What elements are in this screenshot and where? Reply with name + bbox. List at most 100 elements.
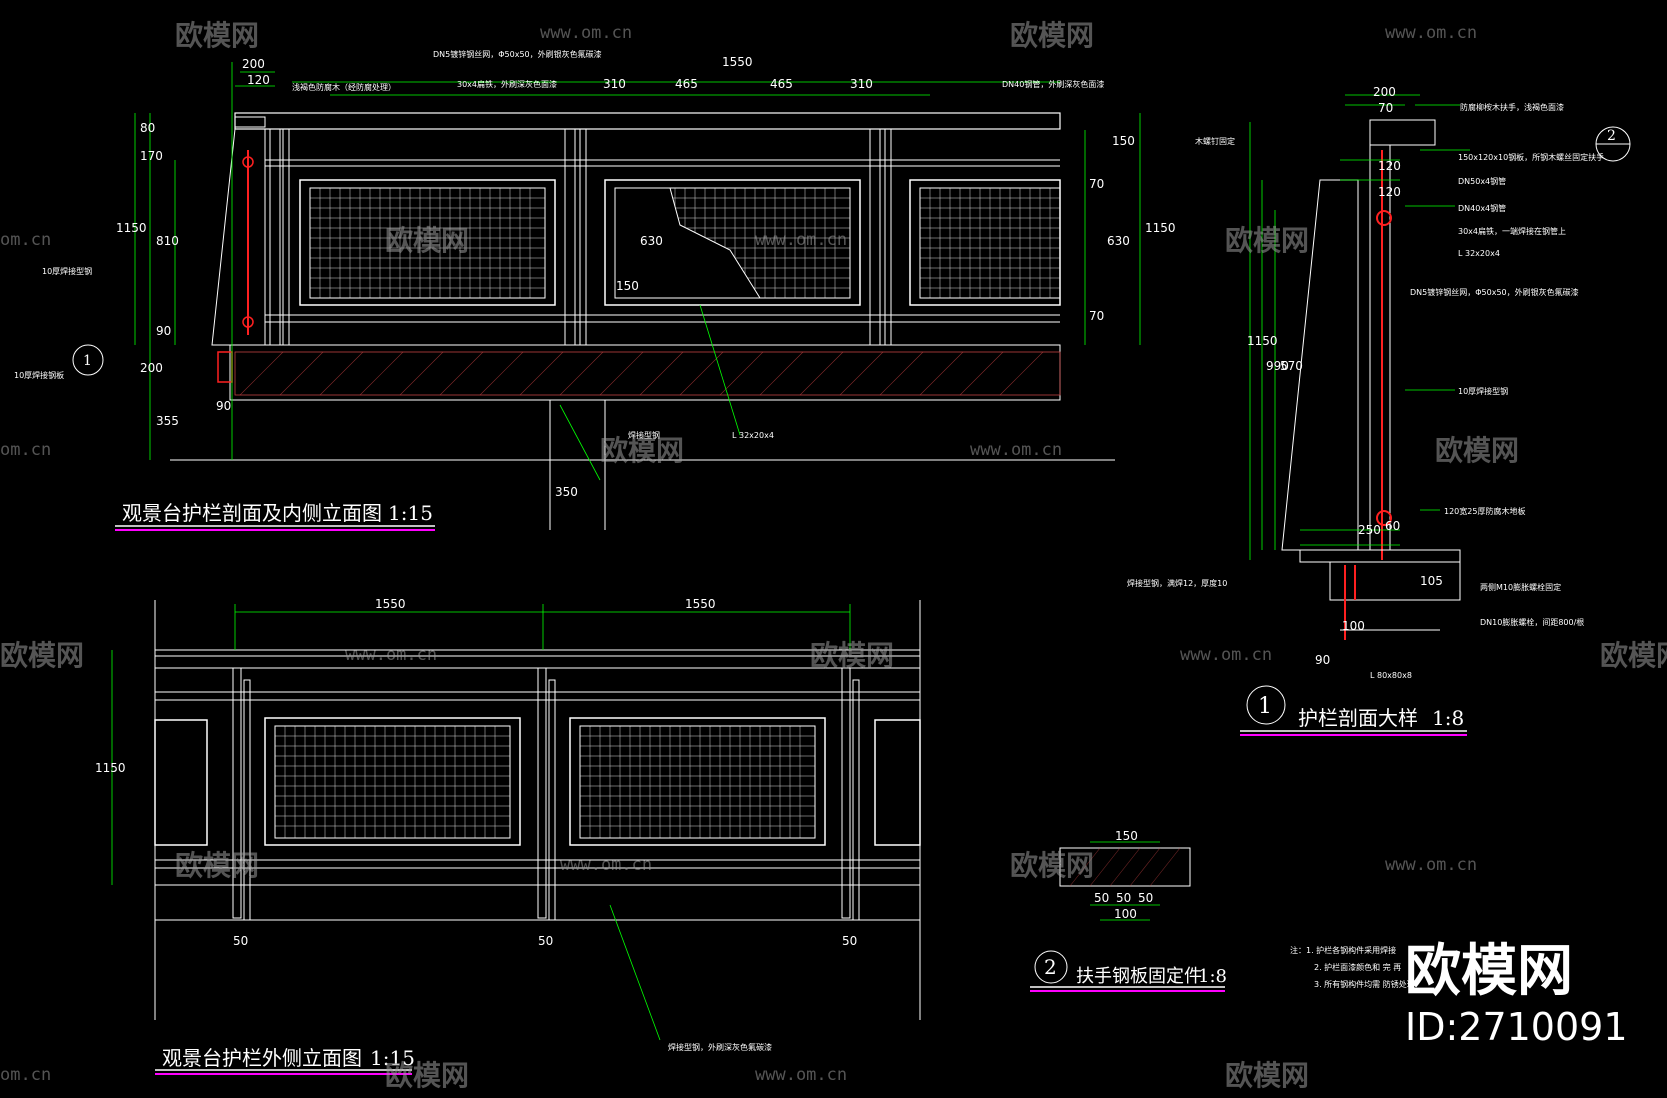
watermark-brand: 欧模网 (385, 1059, 469, 1092)
d1-dim-105: 105 (1420, 574, 1443, 588)
dim-1550: 1550 (722, 55, 753, 69)
note-flat-iron: 30x4扁铁，外刷深灰色面漆 (457, 79, 557, 89)
watermark-url: www.om.cn (970, 440, 1062, 460)
dim-200: 200 (242, 57, 265, 71)
d2-dim-50b: 50 (1116, 891, 1131, 905)
d1-dim-100: 100 (1342, 619, 1365, 633)
d1-dim-60: 60 (1385, 519, 1400, 533)
watermark-brand: 欧模网 (385, 224, 469, 257)
d1-dim-120b: 120 (1378, 185, 1401, 199)
bottom-elevation-drawing: 1550 1550 1150 50 50 50 焊接型钢，外刷深灰色氟碳漆 观景… (95, 597, 921, 1075)
dim-1150-left: 1150 (116, 221, 147, 235)
d1-dim-200: 200 (1373, 85, 1396, 99)
dim-50-a: 50 (233, 934, 248, 948)
d1-note-weld-steel: 焊接型钢，满焊12，厚度10 (1127, 578, 1227, 588)
detail-1-drawing: 200 70 120 120 1150 990 570 250 60 105 1… (1127, 85, 1631, 736)
d1-note-floor: 120宽25厚防腐木地板 (1444, 506, 1525, 516)
dim-70-right: 70 (1089, 177, 1104, 191)
dim-1550-b: 1550 (685, 597, 716, 611)
general-note-2: 2. 护栏面漆颜色和 完 再 (1314, 962, 1401, 972)
detail-2-marker (1034, 950, 1068, 984)
watermark-brand: 欧模网 (175, 19, 259, 52)
note-welded-section: 10厚焊接型钢 (42, 266, 92, 276)
dim-120: 120 (247, 73, 270, 87)
note-welded-steel: 焊接型钢 (628, 430, 660, 440)
d1-dim-990: 990 (1266, 359, 1289, 373)
watermark-url: www.om.cn (755, 1065, 847, 1085)
detail-2-scale: 1:8 (1198, 966, 1227, 987)
note-mesh: DN5镀锌钢丝网，Φ50x50，外刷银灰色氟碳漆 (433, 49, 602, 59)
dim-310a: 310 (603, 77, 626, 91)
dim-1150-elev: 1150 (95, 761, 126, 775)
d1-dim-1150: 1150 (1247, 334, 1278, 348)
note-wood: 浅褐色防腐木（经防腐处理） (292, 82, 396, 92)
bottom-elevation-title: 观景台护栏外侧立面图 (162, 1046, 362, 1070)
d2-dim-100: 100 (1114, 907, 1137, 921)
dim-810: 810 (156, 234, 179, 248)
detail-1-number: 1 (1258, 694, 1272, 719)
detail-2-number: 2 (1044, 955, 1057, 979)
dim-50-b: 50 (538, 934, 553, 948)
detail-1-marker (1246, 685, 1286, 725)
d1-dim-570: 570 (1280, 359, 1303, 373)
d1-note-bolts: 两侧M10膨胀螺栓固定 (1480, 582, 1561, 592)
ref-marker-2-text: 2 (1607, 128, 1616, 144)
dim-170: 170 (140, 149, 163, 163)
d1-note-angle: L 32x20x4 (1458, 249, 1500, 258)
watermark-url: www.om.cn (1385, 855, 1477, 875)
watermark-url: www.om.cn (345, 645, 437, 665)
brand-logo: 欧模网 (1405, 939, 1573, 1004)
watermark-url: www.om.cn (1385, 23, 1477, 43)
general-notes: 注：1. 护栏各钢构件采用焊接 2. 护栏面漆颜色和 完 再 3. 所有钢构件均… (1290, 945, 1415, 989)
detail-2-drawing: 150 50 50 50 100 2 扶手钢板固定件 1:8 (1030, 829, 1227, 992)
d2-dim-150: 150 (1115, 829, 1138, 843)
watermark-brand: 欧模网 (0, 639, 84, 672)
section-marker-1 (72, 344, 104, 376)
d1-note-handrail: 防腐柳桉木扶手，浅褐色面漆 (1460, 102, 1564, 112)
d1-note-mesh: DN5镀锌钢丝网，Φ50x50，外刷银灰色氟碳漆 (1410, 287, 1579, 297)
dim-630-inner: 630 (640, 234, 663, 248)
d1-note-plate: 150x120x10钢板，所钢木螺丝固定扶手 (1458, 152, 1604, 162)
mesh-panel-2 (604, 179, 861, 306)
detail-2-title: 扶手钢板固定件 (1076, 966, 1202, 987)
dim-80: 80 (140, 121, 155, 135)
watermark-brand: 欧模网 (1435, 434, 1519, 467)
watermark-url: www.om.cn (1180, 645, 1272, 665)
dim-150-right: 150 (1112, 134, 1135, 148)
dim-150-inner: 150 (616, 279, 639, 293)
watermark-brand: 欧模网 (810, 639, 894, 672)
dim-200-left: 200 (140, 361, 163, 375)
dim-465a: 465 (675, 77, 698, 91)
watermark-brand: 欧模网 (1010, 849, 1094, 882)
watermark-url-short: om.cn (0, 230, 51, 250)
d1-dim-90: 90 (1315, 653, 1330, 667)
mesh-panel-3 (909, 179, 1061, 306)
watermark-brand: 欧模网 (1010, 19, 1094, 52)
top-section-drawing: 200 120 1550 310 465 465 310 80 170 1150… (14, 49, 1176, 531)
watermark-url-short: om.cn (0, 440, 51, 460)
bottom-elevation-scale: 1:15 (370, 1046, 415, 1070)
dim-1550-a: 1550 (375, 597, 406, 611)
dim-350: 350 (555, 485, 578, 499)
model-id: ID:2710091 (1405, 1005, 1628, 1049)
dim-70b-right: 70 (1089, 309, 1104, 323)
general-note-1: 注：1. 护栏各钢构件采用焊接 (1290, 945, 1396, 955)
dim-630-right: 630 (1107, 234, 1130, 248)
dim-1150-right: 1150 (1145, 221, 1176, 235)
detail-1-scale: 1:8 (1432, 706, 1464, 730)
d1-note-pipe40: DN40x4钢管 (1458, 203, 1506, 213)
d1-note-screw: 木螺钉固定 (1195, 136, 1235, 146)
watermark-brand: 欧模网 (600, 434, 684, 467)
note-elevation: 焊接型钢，外刷深灰色氟碳漆 (668, 1042, 772, 1052)
dim-465b: 465 (770, 77, 793, 91)
dim-310b: 310 (850, 77, 873, 91)
dim-355: 355 (156, 414, 179, 428)
note-angle: L 32x20x4 (732, 431, 774, 440)
dim-90-left: 90 (216, 399, 231, 413)
watermark-brand: 欧模网 (1225, 1059, 1309, 1092)
d1-note-angle80: L 80x80x8 (1370, 671, 1412, 680)
d1-dim-70: 70 (1378, 101, 1393, 115)
watermark-brand: 欧模网 (1600, 639, 1667, 672)
d1-dim-120a: 120 (1378, 159, 1401, 173)
